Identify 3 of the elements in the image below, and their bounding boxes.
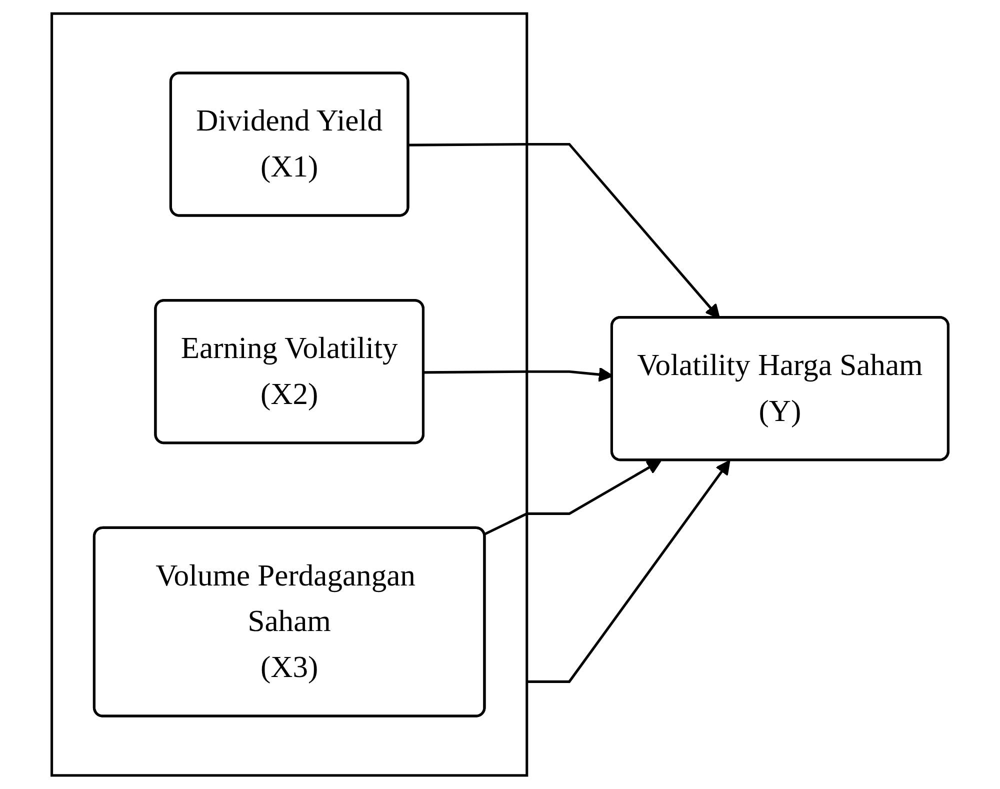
arrow [526, 460, 730, 683]
arrow [484, 460, 662, 536]
cluster [50, 12, 528, 777]
